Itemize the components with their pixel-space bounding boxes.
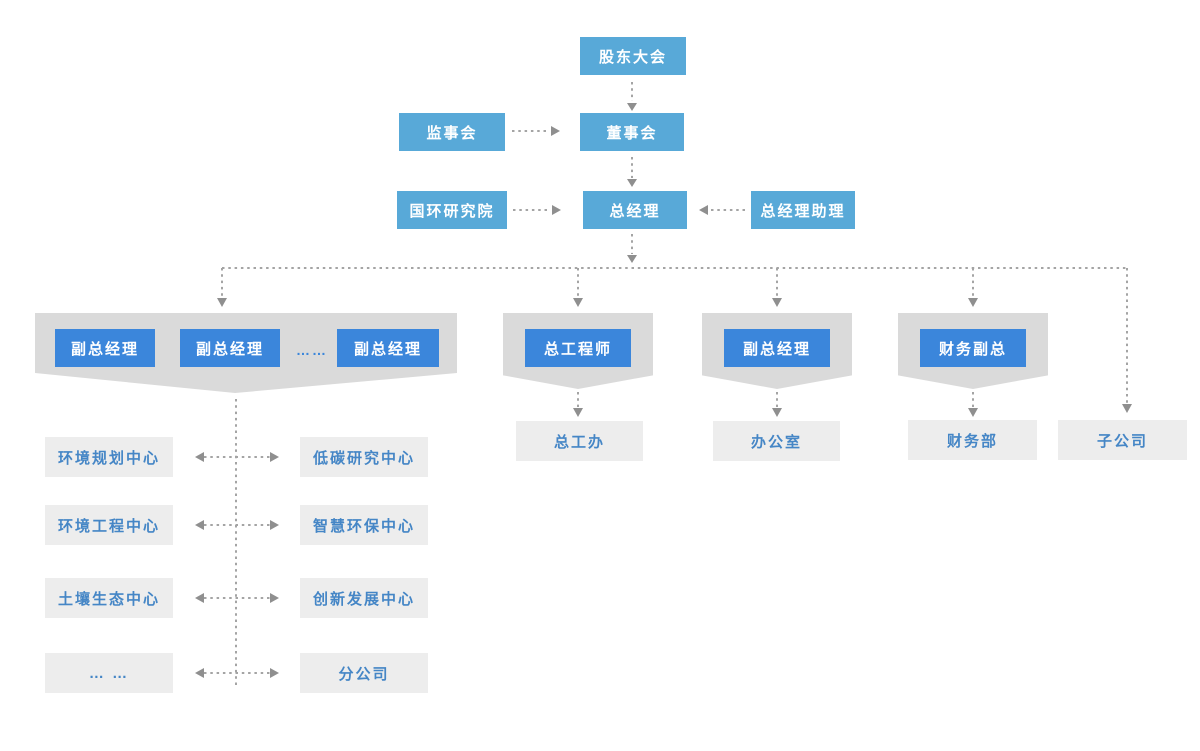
node-subsidiary-company: 子公司 — [1058, 420, 1187, 460]
arrow-assistant-to-gm — [699, 205, 745, 215]
node-general-manager: 总经理 — [583, 191, 687, 229]
row-arrow-2 — [195, 520, 279, 530]
node-chief-engineer: 总工程师 — [525, 329, 631, 367]
node-deputy-gm-mid: 副总经理 — [724, 329, 830, 367]
row-arrow-1 — [195, 452, 279, 462]
arrow-institute-to-gm — [513, 205, 561, 215]
arrow-shareholders-to-board — [627, 82, 637, 111]
node-board-of-directors: 董事会 — [580, 113, 684, 151]
node-soil-ecology-center: 土壤生态中心 — [45, 578, 173, 618]
node-low-carbon-research-center: 低碳研究中心 — [300, 437, 428, 477]
node-finance-dept: 财务部 — [908, 420, 1037, 460]
row-arrow-4 — [195, 668, 279, 678]
arrow-finance-to-dept — [968, 392, 978, 417]
row-arrow-3 — [195, 593, 279, 603]
node-deputy-gm-3: 副总经理 — [337, 329, 439, 367]
arrow-chief-engineer-to-office — [573, 392, 583, 417]
arrow-board-to-gm — [627, 157, 637, 187]
arrow-deputy-gm-to-office — [772, 392, 782, 417]
node-supervisory-board: 监事会 — [399, 113, 505, 151]
node-admin-office: 办公室 — [713, 421, 840, 461]
node-deputy-gm-1: 副总经理 — [55, 329, 155, 367]
node-deputy-gm-2: 副总经理 — [180, 329, 280, 367]
node-finance-deputy-gm: 财务副总 — [920, 329, 1026, 367]
node-chief-engineer-office: 总工办 — [516, 421, 643, 461]
arrow-supervisory-to-board — [512, 126, 560, 136]
node-innovation-development-center: 创新发展中心 — [300, 578, 428, 618]
node-shareholders-meeting: 股东大会 — [580, 37, 686, 75]
node-env-engineering-center: 环境工程中心 — [45, 505, 173, 545]
deputy-gm-ellipsis: …… — [296, 342, 328, 358]
node-more-centers-ellipsis: … … — [45, 653, 173, 693]
node-branch-company: 分公司 — [300, 653, 428, 693]
node-smart-env-protection-center: 智慧环保中心 — [300, 505, 428, 545]
node-gm-assistant: 总经理助理 — [751, 191, 855, 229]
node-env-planning-center: 环境规划中心 — [45, 437, 173, 477]
node-research-institute: 国环研究院 — [397, 191, 507, 229]
arrow-gm-to-bus — [627, 234, 637, 263]
